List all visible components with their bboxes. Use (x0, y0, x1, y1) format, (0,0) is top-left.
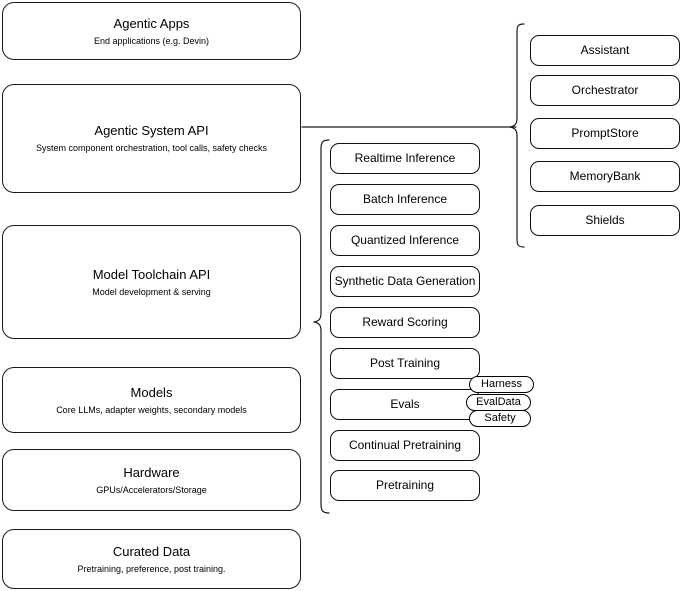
layer-title: Hardware (123, 464, 180, 480)
badge-evaldata[interactable]: EvalData (466, 394, 531, 411)
component-label: Pretraining (375, 478, 435, 492)
layer-curated-data[interactable]: Curated Data Pretraining, preference, po… (2, 529, 301, 589)
layer-models[interactable]: Models Core LLMs, adapter weights, secon… (2, 367, 301, 433)
badge-safety[interactable]: Safety (469, 410, 531, 427)
component-label: PromptStore (571, 126, 639, 140)
component-label: Post Training (369, 356, 441, 370)
component-memorybank[interactable]: MemoryBank (530, 161, 680, 192)
badge-label: EvalData (476, 396, 521, 408)
layer-subtitle: GPUs/Accelerators/Storage (96, 484, 207, 495)
component-label: Synthetic Data Generation (334, 274, 476, 288)
layer-model-toolchain-api[interactable]: Model Toolchain API Model development & … (2, 225, 301, 339)
component-label: Realtime Inference (354, 151, 456, 165)
component-realtime-inference[interactable]: Realtime Inference (330, 143, 480, 174)
layer-title: Models (130, 384, 173, 400)
component-label: Orchestrator (571, 83, 639, 97)
component-quantized-inference[interactable]: Quantized Inference (330, 225, 480, 256)
layer-agentic-system-api[interactable]: Agentic System API System component orch… (2, 84, 301, 193)
component-label: Shields (585, 213, 625, 227)
component-synthetic-data-generation[interactable]: Synthetic Data Generation (330, 266, 480, 297)
component-label: Assistant (580, 43, 630, 57)
component-label: Reward Scoring (362, 315, 448, 329)
layer-hardware[interactable]: Hardware GPUs/Accelerators/Storage (2, 449, 301, 511)
layer-subtitle: Core LLMs, adapter weights, secondary mo… (56, 404, 247, 415)
component-evals[interactable]: Evals (330, 389, 480, 420)
component-label: MemoryBank (569, 169, 641, 183)
layer-title: Curated Data (112, 543, 191, 559)
component-batch-inference[interactable]: Batch Inference (330, 184, 480, 215)
component-shields[interactable]: Shields (530, 205, 680, 236)
component-label: Batch Inference (362, 192, 448, 206)
layer-subtitle: Pretraining, preference, post training. (77, 563, 226, 574)
layer-subtitle: End applications (e.g. Devin) (93, 35, 210, 46)
layer-agentic-apps[interactable]: Agentic Apps End applications (e.g. Devi… (2, 2, 301, 60)
layer-subtitle: Model development & serving (92, 286, 211, 297)
badge-harness[interactable]: Harness (469, 376, 534, 393)
component-orchestrator[interactable]: Orchestrator (530, 75, 680, 106)
component-continual-pretraining[interactable]: Continual Pretraining (330, 430, 480, 461)
component-label: Continual Pretraining (348, 438, 462, 452)
layer-title: Agentic Apps (113, 15, 190, 31)
component-reward-scoring[interactable]: Reward Scoring (330, 307, 480, 338)
component-post-training[interactable]: Post Training (330, 348, 480, 379)
layer-title: Agentic System API (94, 123, 209, 138)
badge-label: Harness (481, 378, 522, 390)
component-assistant[interactable]: Assistant (530, 35, 680, 66)
layer-subtitle: System component orchestration, tool cal… (35, 143, 268, 153)
layer-title: Model Toolchain API (92, 266, 211, 282)
brace-toolchain-components (313, 139, 330, 514)
brace-agentic-components (509, 23, 525, 248)
component-promptstore[interactable]: PromptStore (530, 118, 680, 149)
component-pretraining[interactable]: Pretraining (330, 470, 480, 501)
badge-label: Safety (484, 412, 516, 424)
component-label: Evals (390, 397, 420, 411)
component-label: Quantized Inference (350, 233, 460, 247)
